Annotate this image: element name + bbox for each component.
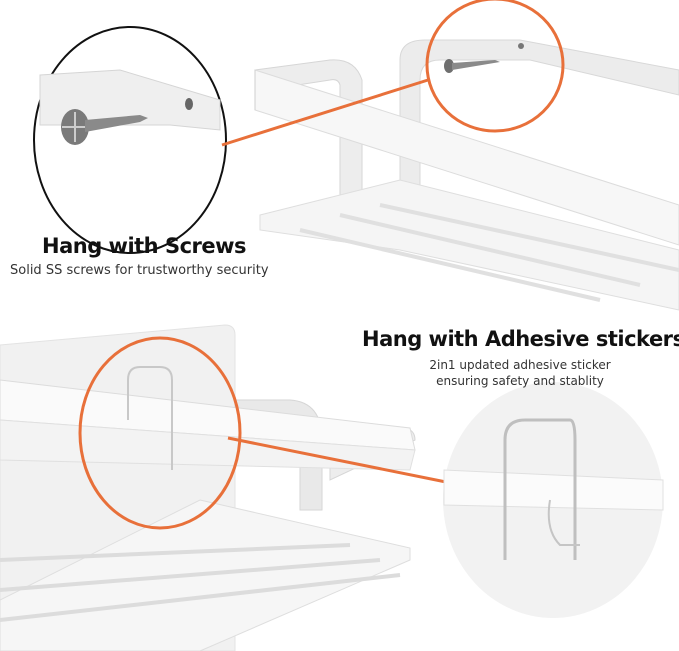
adhesive-hook-icon bbox=[503, 418, 577, 560]
screw-zoom-circle bbox=[33, 26, 227, 254]
adhesive-subtitle-line2: ensuring safety and stablity bbox=[436, 374, 604, 388]
screws-subtitle: Solid SS screws for trustworthy security bbox=[10, 263, 269, 278]
screws-title: Hang with Screws bbox=[42, 234, 247, 258]
adhesive-subtitle: 2in1 updated adhesive sticker ensuring s… bbox=[400, 357, 640, 389]
connector-line-screws bbox=[221, 78, 429, 147]
adhesive-highlight-circle bbox=[78, 336, 242, 530]
top-shelf bbox=[254, 39, 679, 311]
adhesive-title: Hang with Adhesive stickers bbox=[362, 327, 679, 351]
adhesive-zoom-circle bbox=[443, 382, 664, 618]
bottom-shelf bbox=[0, 324, 416, 651]
connector-line-adhesive bbox=[227, 436, 447, 484]
adhesive-subtitle-line1: 2in1 updated adhesive sticker bbox=[429, 358, 611, 372]
screw-highlight-circle bbox=[425, 0, 565, 133]
